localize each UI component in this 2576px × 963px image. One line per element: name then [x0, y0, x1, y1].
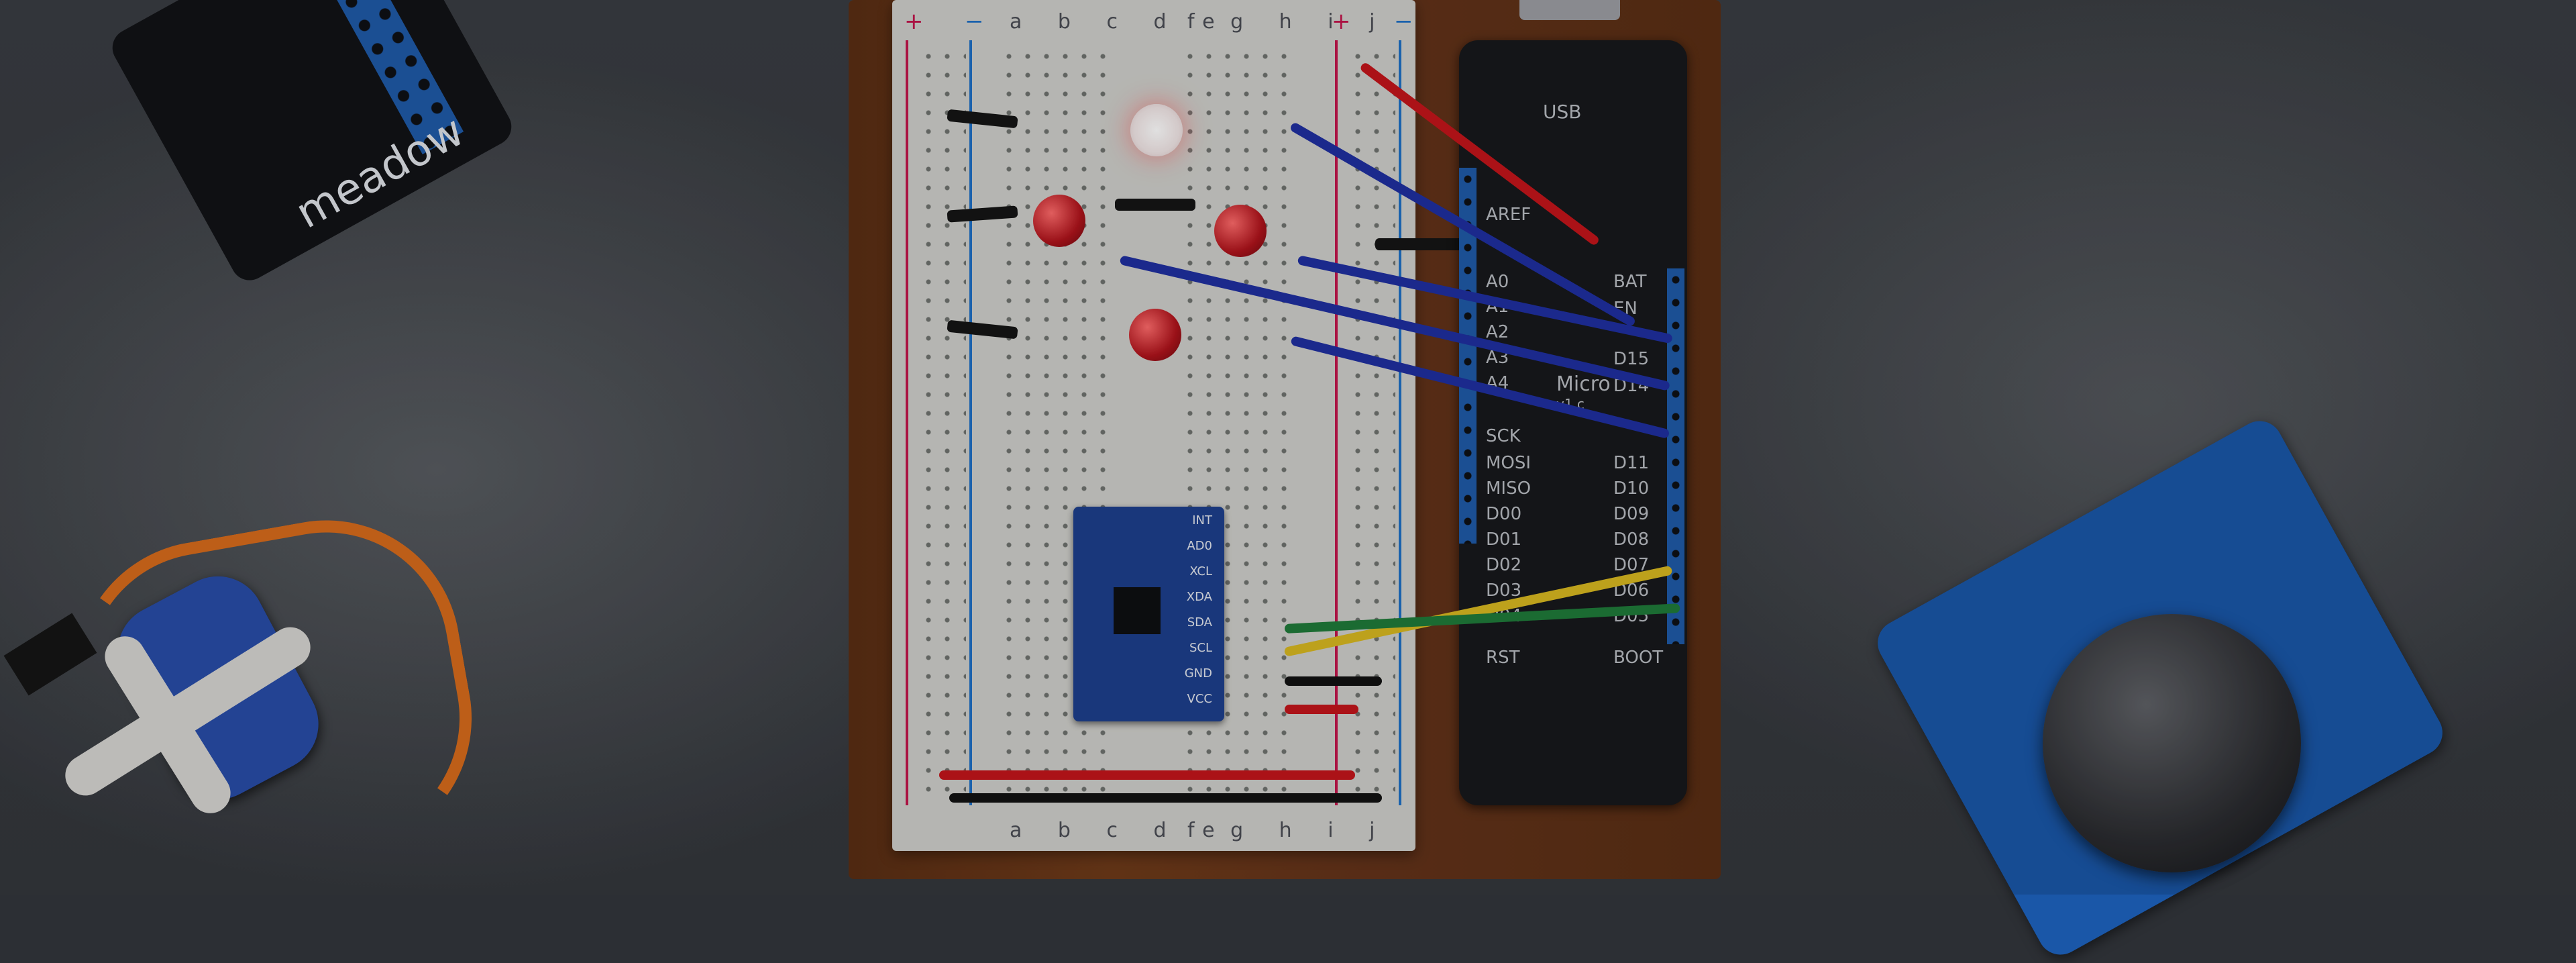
- rail-plus-top-left: +: [904, 8, 924, 35]
- meadow-pin-label-left-1: A0: [1486, 272, 1509, 292]
- wire-red-bottom: [939, 770, 1355, 780]
- rail-line-red-left: [906, 40, 908, 805]
- bb-col-labels-left-top: a b c d e: [1010, 10, 1230, 34]
- meadow-pin-label-right-5: D10: [1613, 478, 1650, 499]
- jumper-5: [1375, 238, 1476, 250]
- mpu-chip: [1114, 587, 1161, 634]
- meadow-pin-label-right-7: D08: [1613, 529, 1650, 550]
- bb-col-labels-left-bottom: a b c d e: [1010, 819, 1230, 842]
- bb-col-labels-right-bottom: f g h i j: [1187, 819, 1390, 842]
- mpu-pin-3: XDA: [1186, 590, 1212, 604]
- meadow-board: [1459, 40, 1687, 805]
- meadow-pin-label-left-8: MISO: [1486, 478, 1532, 499]
- mpu-pin-5: SCL: [1189, 641, 1212, 655]
- wire-black-short: [1285, 676, 1382, 686]
- mpu-pin-2: XCL: [1189, 564, 1212, 578]
- meadow-pin-label-left-6: SCK: [1486, 426, 1521, 446]
- meadow-pin-label-left-0: AREF: [1486, 205, 1532, 225]
- usb-connector: [1519, 0, 1620, 20]
- rail-minus-top-left: −: [965, 8, 984, 35]
- meadow-pin-label-right-6: D09: [1613, 504, 1650, 524]
- bb-col-labels-right-top: f g h i j: [1187, 10, 1390, 34]
- mpu-pin-0: INT: [1192, 513, 1212, 527]
- usb-label: USB: [1543, 101, 1582, 123]
- meadow-pin-label-left-10: D01: [1486, 529, 1522, 550]
- led-white: [1130, 104, 1183, 156]
- jumper-3: [1115, 199, 1195, 211]
- led-red-left: [1033, 195, 1085, 247]
- meadow-pin-label-left-7: MOSI: [1486, 453, 1532, 473]
- mpu-pin-6: GND: [1184, 666, 1212, 680]
- rail-line-red-right: [1335, 40, 1338, 805]
- meadow-pin-label-right-0: BAT: [1613, 272, 1647, 292]
- meadow-pin-label-left-3: A2: [1486, 322, 1509, 342]
- meadow-pin-label-right-4: D11: [1613, 453, 1650, 473]
- meadow-pin-label-left-14: RST: [1486, 648, 1520, 668]
- mpu-pin-4: SDA: [1187, 615, 1212, 629]
- mpu-pin-1: AD0: [1187, 539, 1212, 553]
- led-red-right: [1214, 205, 1267, 257]
- meadow-pin-label-right-11: BOOT: [1613, 648, 1664, 668]
- bb-holes-rail-left: [919, 47, 966, 799]
- rail-plus-top-right: +: [1332, 8, 1351, 35]
- wire-red-short: [1285, 705, 1358, 714]
- rail-line-blue-right: [1399, 40, 1401, 805]
- meadow-pin-label-left-9: D00: [1486, 504, 1522, 524]
- meadow-pin-label-left-11: D02: [1486, 555, 1522, 575]
- rail-minus-top-right: −: [1394, 8, 1413, 35]
- meadow-header-right: [1667, 268, 1684, 644]
- led-red-center: [1129, 309, 1181, 361]
- meadow-pin-label-right-2: D15: [1613, 349, 1650, 369]
- mpu-pin-7: VCC: [1187, 692, 1212, 706]
- rail-line-blue-left: [969, 40, 972, 805]
- meadow-pin-label-left-12: D03: [1486, 580, 1522, 601]
- wire-black-bottom: [949, 793, 1382, 803]
- mpu-board: INT AD0 XCL XDA SDA SCL GND VCC: [1073, 507, 1224, 721]
- joystick-cap: [2043, 614, 2301, 872]
- meadow-board-text: Micro: [1556, 372, 1611, 396]
